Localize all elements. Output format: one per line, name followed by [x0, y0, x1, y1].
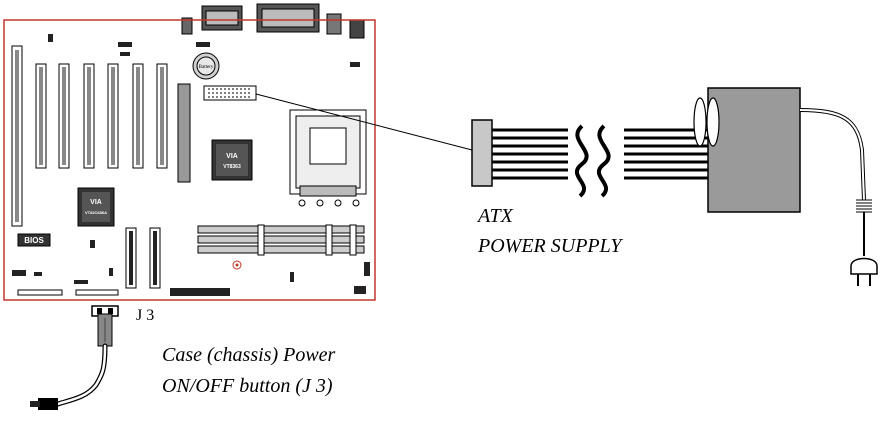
power-button-caption-line2: ON/OFF button (J 3) [162, 375, 333, 397]
ac-power-cord [799, 108, 866, 201]
via-chip-label-2: VIA [90, 199, 102, 206]
j3-label: J 3 [136, 307, 154, 324]
cable-break-wave-2 [596, 124, 611, 198]
atx-power-header [203, 85, 257, 101]
pci-slots [35, 63, 168, 169]
cpu-socket [289, 109, 367, 207]
cmos-battery: Battery [192, 52, 220, 80]
via-south-bridge-chip: VIA VT82C686A [77, 187, 115, 227]
power-supply-label-line2: POWER SUPPLY [477, 235, 623, 257]
motherboard: Battery VIA VT8363 [3, 3, 376, 301]
battery-label: Battery [199, 65, 214, 70]
power-supply-box [707, 87, 801, 213]
rear-io-connectors [181, 3, 365, 39]
via-chip-label: VIA [226, 153, 238, 160]
power-button-plug [30, 398, 58, 410]
atx-power-cable [471, 119, 708, 198]
j3-connector [91, 305, 119, 347]
via-chip-model-2: VT82C686A [85, 210, 107, 215]
connection-leader-line [255, 93, 473, 151]
via-north-bridge-chip: VIA VT8363 [211, 139, 253, 181]
dimm-slots [197, 224, 365, 256]
fan-icon [693, 97, 720, 147]
via-chip-model: VT8363 [223, 164, 241, 170]
motherboard-outline [3, 19, 376, 301]
cable-break-wave-1 [574, 124, 589, 198]
ac-plug-icon [850, 257, 878, 286]
power-supply-label-line1: ATX [476, 205, 514, 227]
bios-label: BIOS [24, 236, 44, 245]
agp-slot [177, 83, 191, 183]
bios-chip: BIOS [17, 233, 51, 247]
power-button-caption-line1: Case (chassis) Power [162, 344, 336, 366]
